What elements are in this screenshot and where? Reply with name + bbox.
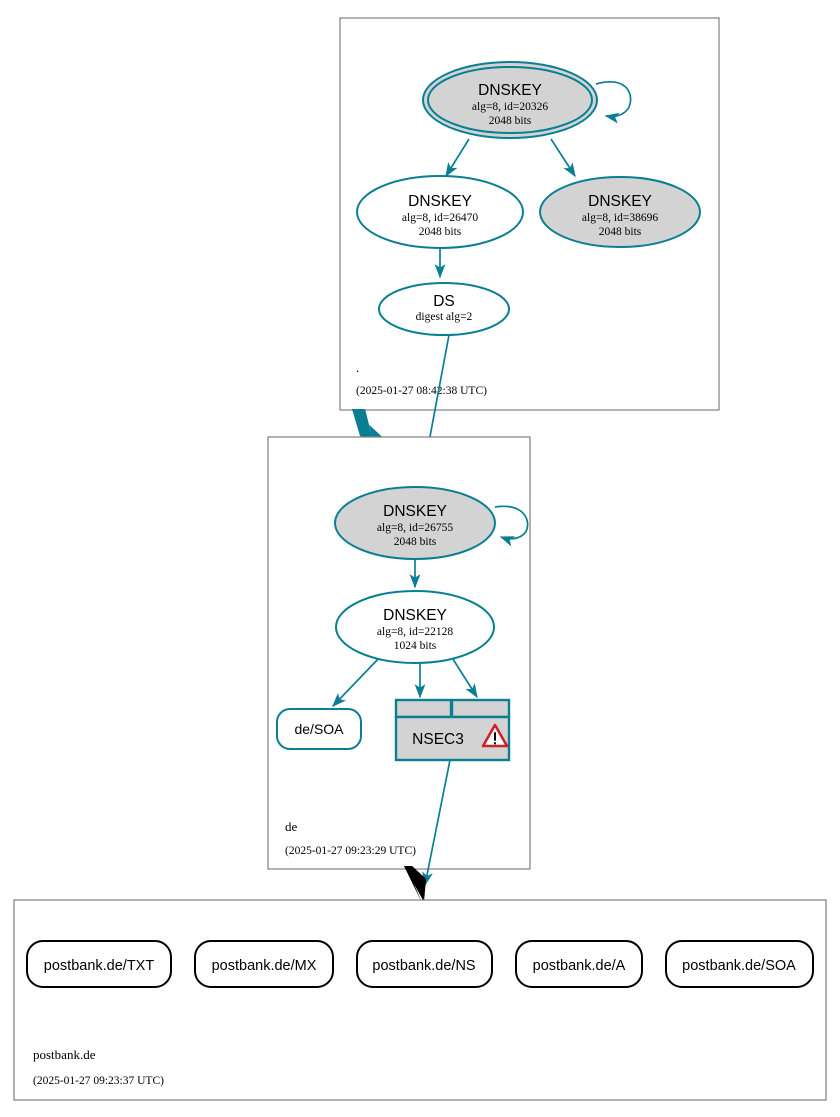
node-keysize: 1024 bits — [394, 640, 437, 652]
node-keysize: 2048 bits — [599, 226, 642, 238]
node-keyinfo: alg=8, id=26755 — [377, 522, 453, 534]
node-title: postbank.de/NS — [372, 958, 475, 974]
node-title: NSEC3 — [412, 731, 464, 748]
node-rrset-postbank-a[interactable]: postbank.de/A — [515, 940, 643, 988]
node-shape — [194, 940, 334, 988]
node-title: de/SOA — [294, 721, 344, 737]
node-title: DNSKEY — [383, 607, 447, 624]
node-shape — [356, 175, 524, 249]
node-digest-alg: digest alg=2 — [416, 311, 473, 323]
edge-root-ksk-to-root-zsk — [445, 138, 470, 178]
node-shape — [334, 486, 496, 560]
node-keysize: 2048 bits — [419, 226, 462, 238]
zone-label-de: de — [285, 819, 298, 834]
zone-cluster-root: DNSKEY alg=8, id=20326 2048 bits DNSKEY … — [339, 17, 720, 411]
node-ds-digest-alg-2[interactable]: DS digest alg=2 — [378, 282, 510, 336]
node-shape — [356, 940, 493, 988]
node-dnskey-38696[interactable]: DNSKEY alg=8, id=38696 2048 bits — [539, 176, 701, 248]
node-title: postbank.de/TXT — [44, 958, 155, 974]
node-shape — [515, 940, 643, 988]
node-title: DNSKEY — [383, 503, 447, 520]
node-nsec3[interactable]: NSEC3 — [394, 698, 511, 762]
node-shape-inner — [427, 66, 593, 134]
node-shape-outer — [422, 61, 598, 139]
node-title: DS — [433, 293, 455, 310]
zone-timestamp-postbank: (2025-01-27 09:23:37 UTC) — [33, 1075, 164, 1087]
edge-nsec3-to-postbank — [422, 759, 451, 887]
node-rrset-postbank-mx[interactable]: postbank.de/MX — [194, 940, 334, 988]
zone-timestamp-root: (2025-01-27 08:42:38 UTC) — [356, 385, 487, 397]
node-keyinfo: alg=8, id=26470 — [402, 212, 478, 224]
node-title: DNSKEY — [408, 193, 472, 210]
zone-label-postbank: postbank.de — [33, 1047, 96, 1062]
node-shape — [539, 176, 701, 248]
node-keyinfo: alg=8, id=20326 — [472, 101, 548, 113]
edge-root-ksk-self-sign — [595, 81, 632, 124]
node-title: postbank.de/SOA — [682, 958, 796, 974]
node-dnskey-22128[interactable]: DNSKEY alg=8, id=22128 1024 bits — [335, 590, 495, 664]
edge-de-zsk-to-nsec3-b — [450, 655, 478, 699]
zone-label-root: . — [356, 360, 359, 375]
node-keysize: 2048 bits — [489, 115, 532, 127]
node-title: DNSKEY — [478, 82, 542, 99]
edge-delegation-de-to-postbank — [404, 866, 426, 903]
node-title: postbank.de/A — [533, 958, 626, 974]
node-keyinfo: alg=8, id=22128 — [377, 626, 453, 638]
edge-de-ksk-self-sign — [494, 505, 529, 547]
nsec3-header-cell-1 — [394, 698, 453, 719]
edge-de-zsk-to-de-soa — [332, 655, 382, 707]
zone-cluster-postbank: postbank.de/TXT postbank.de/MX postbank.… — [13, 899, 827, 1101]
node-title: postbank.de/MX — [212, 958, 317, 974]
node-shape — [335, 590, 495, 664]
node-shape — [378, 282, 510, 336]
node-keyinfo: alg=8, id=38696 — [582, 212, 658, 224]
node-rrset-postbank-txt[interactable]: postbank.de/TXT — [26, 940, 172, 988]
node-shape — [665, 940, 814, 988]
zone-timestamp-de: (2025-01-27 09:23:29 UTC) — [285, 845, 416, 857]
node-dnskey-26470[interactable]: DNSKEY alg=8, id=26470 2048 bits — [356, 175, 524, 249]
node-shape — [276, 708, 362, 750]
nsec3-header-cell-2 — [450, 698, 511, 719]
edge-delegation-root-to-de — [352, 409, 389, 443]
node-rrset-postbank-soa[interactable]: postbank.de/SOA — [665, 940, 814, 988]
cluster-box-postbank — [13, 899, 827, 1101]
node-title: DNSKEY — [588, 193, 652, 210]
node-keysize: 2048 bits — [394, 536, 437, 548]
warning-triangle-icon — [481, 723, 509, 748]
edge-root-ksk-to-root-ksk-alt — [550, 138, 576, 178]
node-dnskey-20326[interactable]: DNSKEY alg=8, id=20326 2048 bits — [422, 61, 598, 139]
node-shape — [26, 940, 172, 988]
node-rrset-de-soa[interactable]: de/SOA — [276, 708, 362, 750]
node-dnskey-26755[interactable]: DNSKEY alg=8, id=26755 2048 bits — [334, 486, 496, 560]
zone-cluster-de: DNSKEY alg=8, id=26755 2048 bits DNSKEY … — [267, 436, 531, 870]
node-rrset-postbank-ns[interactable]: postbank.de/NS — [356, 940, 493, 988]
